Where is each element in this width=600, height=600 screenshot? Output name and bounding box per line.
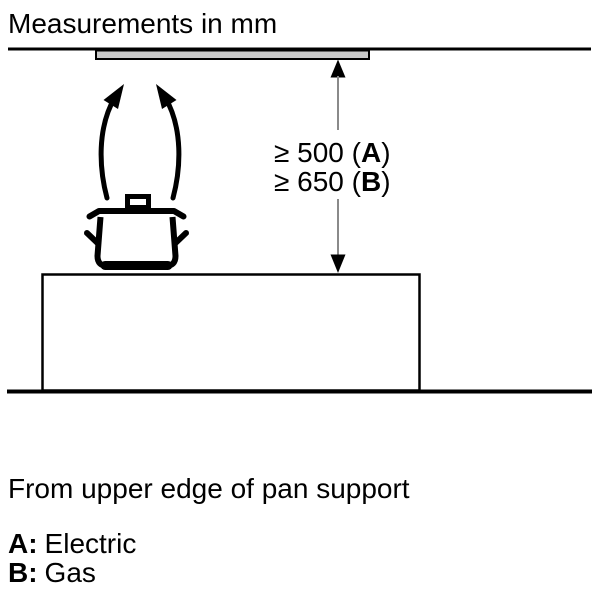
legend-value-gas: Gas: [44, 557, 96, 588]
pot-icon: [84, 194, 189, 270]
legend: A:Electric B:Gas: [8, 529, 136, 587]
legend-item-gas: B:Gas: [8, 558, 136, 587]
steam-arrow-left-head: [103, 84, 124, 109]
dimension-label-b-prefix: ≥ 650 (: [274, 166, 361, 197]
dimension-label-b: ≥ 650 (B): [274, 167, 391, 196]
steam-arrow-right: [162, 94, 182, 201]
legend-value-electric: Electric: [44, 528, 137, 559]
page-title: Measurements in mm: [8, 8, 278, 39]
pot-body: [94, 216, 179, 269]
dimension-label-a: ≥ 500 (A): [274, 138, 391, 167]
steam-arrows-icon: [98, 84, 182, 201]
dimension-label-b-letter: B: [360, 166, 382, 197]
dimension-arrow: [330, 59, 346, 273]
pot-lid-knob: [125, 194, 151, 210]
dimension-label-b-suffix: ): [381, 166, 391, 197]
dimension-label-a-prefix: ≥ 500 (: [274, 137, 361, 168]
legend-key-a: A:: [8, 528, 38, 559]
steam-arrow-right-head: [156, 84, 177, 109]
dimension-labels: ≥ 500 (A) ≥ 650 (B): [274, 138, 391, 196]
footnote-text: From upper edge of pan support: [8, 473, 410, 504]
legend-key-b: B:: [8, 557, 38, 588]
legend-item-electric: A:Electric: [8, 529, 136, 558]
dimension-arrowhead-bottom: [330, 254, 346, 273]
cooker-hood: [95, 49, 370, 60]
pot-lid: [86, 208, 187, 220]
worktop: [41, 273, 421, 392]
dimension-arrowhead-top: [330, 59, 346, 78]
steam-arrow-left: [98, 94, 118, 201]
dimension-label-a-suffix: ): [381, 137, 391, 168]
dimension-label-a-letter: A: [360, 137, 382, 168]
